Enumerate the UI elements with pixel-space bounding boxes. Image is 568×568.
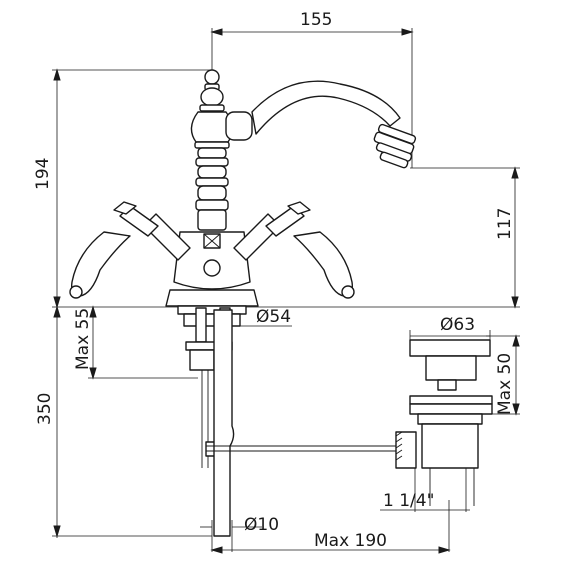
body-diameter-label: Ø54 — [256, 307, 291, 327]
max-deck-label: Max 55 — [73, 308, 93, 370]
waste-diameter-label: Ø63 — [440, 315, 475, 335]
left-handle — [69, 201, 191, 299]
max-rod-reach-label: Max 190 — [314, 531, 387, 551]
rod-length-label: 350 — [35, 393, 55, 425]
thread-size-label: 1 1/4" — [383, 491, 434, 511]
max-waste-label: Max 50 — [495, 353, 515, 415]
dimension-lines — [52, 28, 520, 554]
pop-up-rod — [206, 309, 400, 537]
total-height-label: 194 — [33, 158, 53, 190]
rod-diameter-label: Ø10 — [244, 515, 279, 535]
dimension-labels: 155 194 117 Max 55 Ø54 Ø63 Max 50 350 1 … — [33, 10, 515, 551]
spout — [225, 80, 417, 169]
mixer-body — [165, 69, 259, 327]
spout-reach-label: 155 — [300, 10, 332, 30]
right-handle — [233, 201, 355, 299]
waste-drain — [395, 339, 493, 506]
spout-height-label: 117 — [495, 208, 515, 240]
